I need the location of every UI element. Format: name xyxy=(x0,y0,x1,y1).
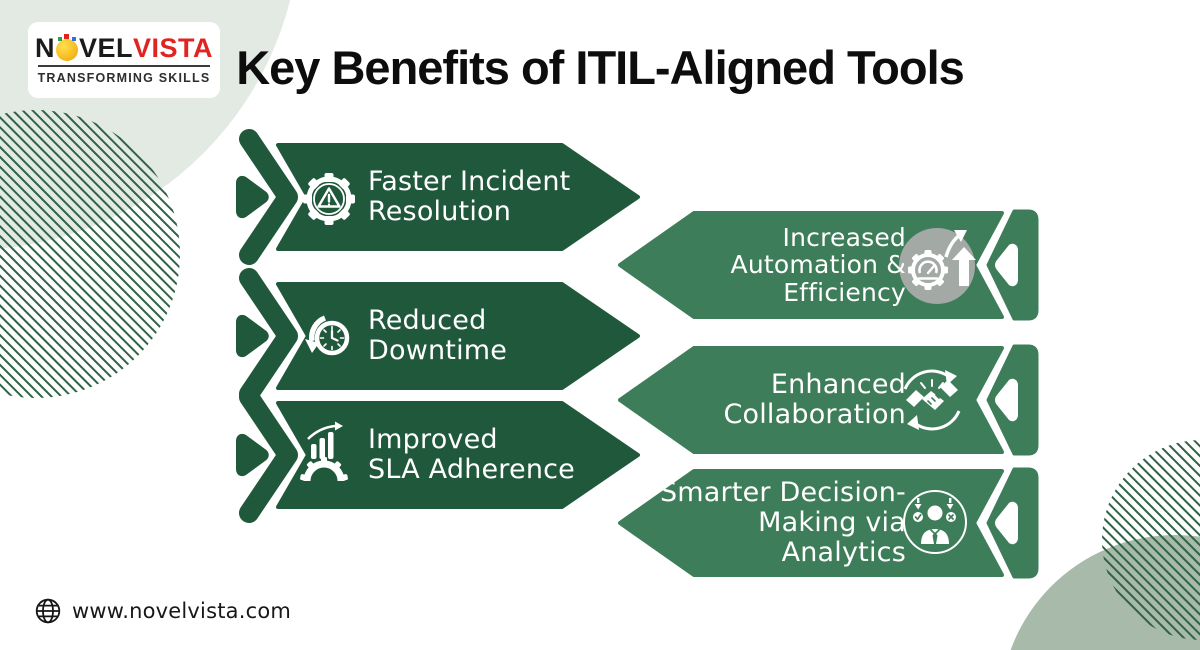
analyst-person-icon xyxy=(903,490,967,554)
benefit-banner-increased-automation: Increased Automation & Efficiency xyxy=(616,209,1042,321)
chart-gear-icon xyxy=(300,421,348,482)
banner-body xyxy=(276,282,640,390)
benefit-label: Smarter Decision- Making via Analytics xyxy=(659,476,906,569)
brand-vista: VISTA xyxy=(133,33,214,63)
benefit-banner-faster-incident-resolution: Faster Incident Resolution xyxy=(232,129,642,265)
hatched-circle-bottom-right xyxy=(1102,440,1200,640)
benefit-label: Reduced Downtime xyxy=(368,304,508,366)
clock-rewind-icon xyxy=(305,315,350,356)
brand-n: N xyxy=(34,33,55,63)
benefit-banner-reduced-downtime: Reduced Downtime xyxy=(232,268,642,404)
handshake-cycle-icon xyxy=(903,369,961,431)
benefit-label: Increased Automation & Efficiency xyxy=(730,222,906,307)
benefit-banner-enhanced-collaboration: Enhanced Collaboration xyxy=(616,344,1042,456)
benefit-label: Enhanced Collaboration xyxy=(723,368,906,430)
benefit-label: Faster Incident Resolution xyxy=(368,165,571,227)
benefit-banner-smarter-decisions: Smarter Decision- Making via Analytics xyxy=(616,467,1042,579)
banner-play-notch xyxy=(995,243,1018,287)
banner-body xyxy=(618,346,1004,454)
banner-chevron-band xyxy=(239,129,298,265)
brand-vel: VEL xyxy=(78,33,133,63)
globe-icon xyxy=(35,598,61,624)
automation-gauge-icon xyxy=(899,228,976,304)
banner-play-notch xyxy=(995,378,1018,422)
page-title: Key Benefits of ITIL-Aligned Tools xyxy=(236,41,965,94)
banner-play-piece xyxy=(236,175,269,219)
hatched-circle-top-left xyxy=(0,110,180,398)
brand-tagline: TRANSFORMING SKILLS xyxy=(37,65,211,85)
banner-play-piece xyxy=(236,314,269,358)
banner-play-notch xyxy=(995,501,1018,545)
benefit-label: Improved SLA Adherence xyxy=(368,423,575,485)
benefit-banner-improved-sla: Improved SLA Adherence xyxy=(232,387,642,523)
website-url: www.novelvista.com xyxy=(72,599,292,623)
banner-chevron-band xyxy=(239,268,298,404)
banner-body xyxy=(618,469,1004,577)
banner-play-piece xyxy=(236,433,269,477)
brand-o-ball-icon xyxy=(55,34,78,61)
banner-body xyxy=(276,401,640,509)
gear-alert-icon xyxy=(303,173,355,225)
footer: www.novelvista.com xyxy=(34,597,291,625)
banner-chevron-band xyxy=(239,387,298,523)
